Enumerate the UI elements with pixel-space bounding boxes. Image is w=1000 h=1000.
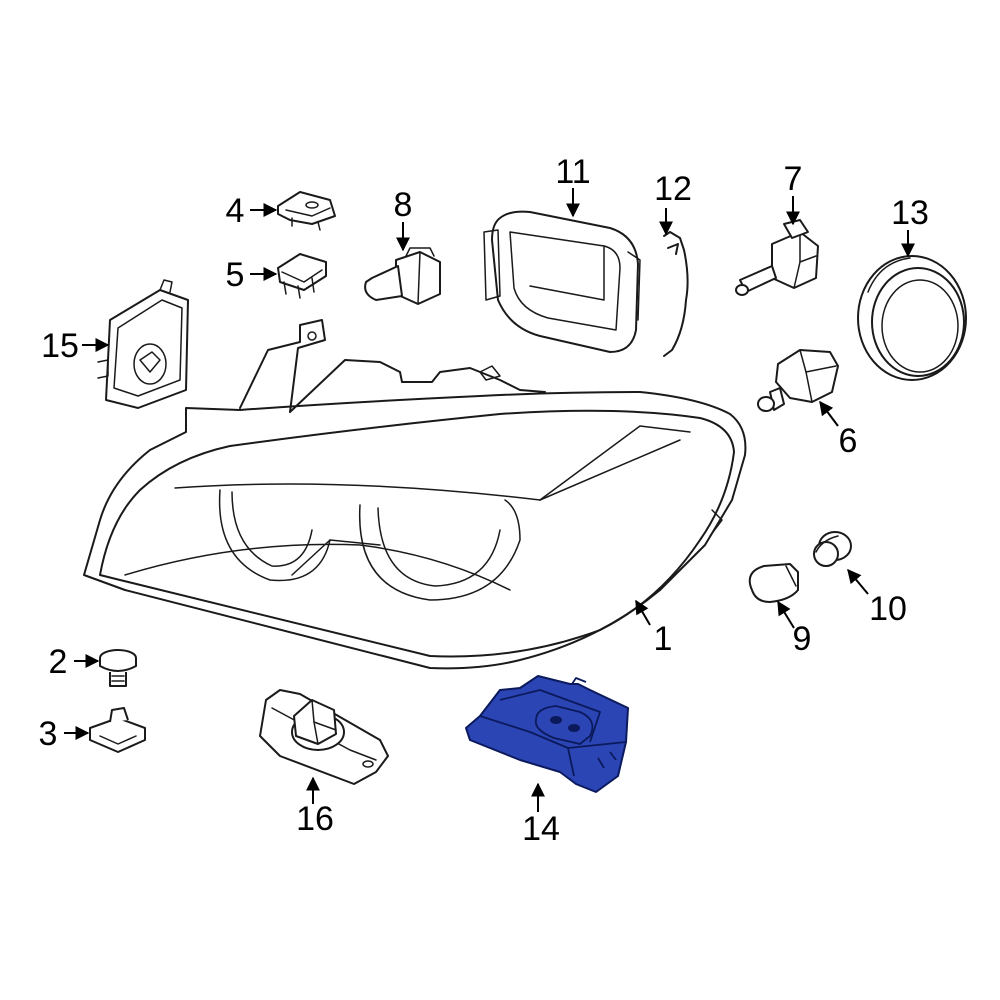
control-unit-part-highlighted[interactable] bbox=[465, 675, 629, 793]
callout-15: 15 bbox=[41, 327, 79, 365]
callout-5: 5 bbox=[226, 256, 245, 294]
projector-bezel-part[interactable] bbox=[483, 210, 641, 353]
clip-nut-part[interactable] bbox=[89, 707, 146, 753]
leader-9 bbox=[777, 600, 795, 629]
callout-11: 11 bbox=[555, 153, 590, 191]
callout-2: 2 bbox=[49, 643, 68, 681]
wire-clip-part[interactable] bbox=[663, 231, 689, 357]
callout-16: 16 bbox=[296, 800, 334, 838]
callout-7: 7 bbox=[784, 160, 803, 198]
seal-ring-part[interactable] bbox=[857, 255, 967, 381]
bolt-part[interactable] bbox=[99, 649, 137, 687]
bracket-part-4[interactable] bbox=[277, 191, 336, 231]
callout-14: 14 bbox=[522, 810, 560, 848]
callout-6: 6 bbox=[839, 422, 858, 460]
headlamp-assembly[interactable] bbox=[83, 319, 747, 670]
callout-labels: 1 2 3 4 5 6 7 8 9 10 11 12 13 14 15 16 bbox=[39, 153, 929, 848]
halogen-bulb-part[interactable] bbox=[364, 247, 441, 305]
xenon-bulb-part[interactable] bbox=[735, 219, 819, 296]
callout-4: 4 bbox=[226, 192, 245, 230]
leader-1 bbox=[635, 599, 651, 626]
leader-lines bbox=[64, 188, 915, 812]
callout-3: 3 bbox=[39, 715, 58, 753]
callout-13: 13 bbox=[891, 194, 929, 232]
bulb-socket-part[interactable] bbox=[757, 349, 839, 412]
wedge-bulb-part[interactable] bbox=[813, 531, 852, 567]
ballast-part[interactable] bbox=[259, 689, 389, 785]
leader-6 bbox=[819, 400, 839, 427]
module-part-15[interactable] bbox=[97, 279, 189, 409]
callout-8: 8 bbox=[394, 186, 413, 224]
bracket-part-5[interactable] bbox=[277, 253, 327, 299]
callout-1: 1 bbox=[654, 620, 673, 658]
leader-10 bbox=[847, 568, 869, 595]
indicator-bulb-part[interactable] bbox=[748, 563, 799, 603]
callout-10: 10 bbox=[869, 590, 907, 628]
callout-9: 9 bbox=[793, 620, 812, 658]
callout-12: 12 bbox=[654, 170, 692, 208]
